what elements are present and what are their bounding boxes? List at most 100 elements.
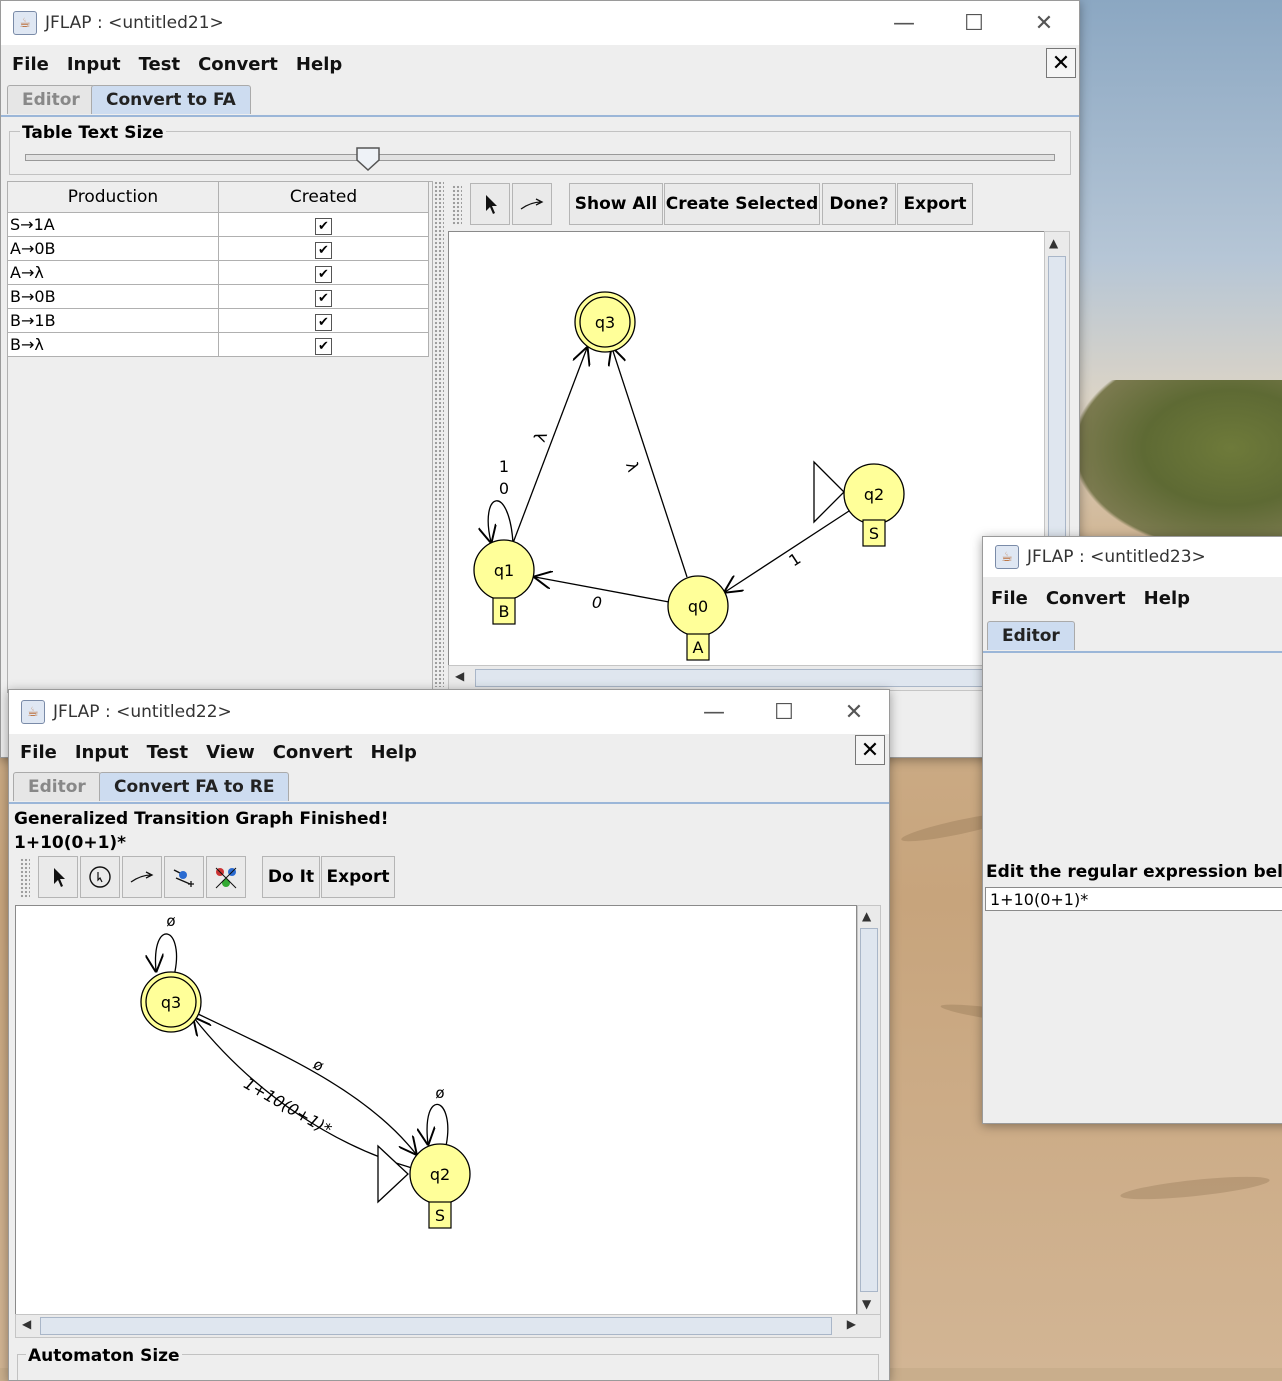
created-checkbox[interactable]: ✔ [315, 313, 332, 331]
production-cell[interactable]: B→0B [7, 284, 219, 309]
scroll-thumb[interactable] [40, 1317, 832, 1335]
scroll-right-icon[interactable]: ▶ [846, 1317, 856, 1331]
menu-convert[interactable]: Convert [1045, 587, 1126, 609]
production-cell[interactable]: B→1B [7, 308, 219, 333]
transition-tool[interactable] [512, 183, 552, 225]
state-q3[interactable]: q3 [140, 971, 202, 1033]
scroll-thumb[interactable] [475, 669, 1037, 687]
maximize-button[interactable]: ☐ [964, 10, 984, 36]
table-row[interactable]: B→λ ✔ [7, 332, 429, 357]
close-tab-icon[interactable]: ✕ [855, 735, 885, 765]
split-pane-divider[interactable] [434, 181, 444, 687]
vertical-scrollbar[interactable]: ▲ ▼ [857, 905, 881, 1315]
menu-input[interactable]: Input [66, 53, 121, 75]
menu-help[interactable]: Help [1143, 587, 1190, 609]
scroll-up-icon[interactable]: ▲ [1049, 236, 1059, 250]
attribute-editor-tool[interactable] [38, 856, 78, 898]
table-row[interactable]: A→λ ✔ [7, 260, 429, 285]
menu-file[interactable]: File [12, 53, 49, 75]
table-row[interactable]: B→1B ✔ [7, 308, 429, 333]
tab-editor[interactable]: Editor [987, 621, 1075, 650]
scroll-left-icon[interactable]: ◀ [455, 669, 465, 683]
show-all-button[interactable]: Show All [569, 183, 663, 225]
created-checkbox[interactable]: ✔ [315, 265, 332, 283]
scroll-left-icon[interactable]: ◀ [22, 1317, 32, 1331]
transition-q0-q3[interactable] [612, 348, 688, 578]
title-bar[interactable]: ☕ JFLAP : <untitled22> — ☐ ✕ [9, 690, 889, 734]
column-header-created[interactable]: Created [218, 181, 429, 213]
automaton-graph[interactable]: q3 q1 B q0 A q2 S 1 0 λ [449, 232, 1045, 666]
slider-thumb[interactable] [355, 146, 381, 172]
transition-creator-tool[interactable] [206, 856, 246, 898]
state-creator-tool[interactable] [80, 856, 120, 898]
menu-file[interactable]: File [991, 587, 1028, 609]
menu-file[interactable]: File [20, 741, 57, 763]
self-loop-q2[interactable] [427, 1103, 449, 1146]
horizontal-scrollbar[interactable]: ◀ ▶ [15, 1314, 881, 1338]
column-header-production[interactable]: Production [7, 181, 219, 213]
transition-q0-q1[interactable] [535, 577, 670, 603]
close-window-button[interactable]: ✕ [844, 699, 864, 725]
tab-editor[interactable]: Editor [13, 772, 101, 801]
production-cell[interactable]: A→λ [7, 260, 219, 285]
created-checkbox[interactable]: ✔ [315, 217, 332, 235]
close-window-button[interactable]: ✕ [1034, 10, 1054, 36]
horizontal-scrollbar[interactable]: ◀ [448, 665, 1070, 691]
state-q2[interactable]: q2 S [409, 1143, 471, 1229]
done-button[interactable]: Done? [822, 183, 896, 225]
slider-track[interactable] [25, 154, 1055, 161]
state-q1[interactable]: q1 B [473, 539, 535, 625]
production-cell[interactable]: B→λ [7, 332, 219, 357]
do-it-button[interactable]: Do It [262, 856, 320, 898]
close-tab-icon[interactable]: ✕ [1046, 48, 1076, 78]
created-checkbox[interactable]: ✔ [315, 289, 332, 307]
tab-editor[interactable]: Editor [7, 85, 95, 114]
production-cell[interactable]: S→1A [7, 212, 219, 237]
table-row[interactable]: B→0B ✔ [7, 284, 429, 309]
self-loop-q1[interactable] [488, 500, 514, 543]
transition-q2-q0[interactable] [725, 510, 850, 592]
toolbar-grip[interactable] [452, 185, 462, 225]
menu-help[interactable]: Help [295, 53, 343, 75]
table-row[interactable]: A→0B ✔ [7, 236, 429, 261]
menu-view[interactable]: View [206, 741, 255, 763]
automaton-graph[interactable]: q3 q2 S ø ø ø 1+10(0+1)* [16, 906, 856, 1314]
menu-convert[interactable]: Convert [198, 53, 278, 75]
menu-convert[interactable]: Convert [272, 741, 353, 763]
menu-test[interactable]: Test [138, 53, 181, 75]
transition-q1-q3[interactable] [512, 348, 587, 544]
create-selected-button[interactable]: Create Selected [664, 183, 820, 225]
minimize-button[interactable]: — [893, 10, 915, 36]
menu-input[interactable]: Input [74, 741, 129, 763]
transition-q2-q3[interactable] [194, 1018, 413, 1169]
production-table[interactable]: Production Created S→1A ✔ A→0B ✔ A→λ ✔ B→0B… [7, 181, 429, 357]
scroll-thumb[interactable] [860, 928, 878, 1292]
toolbar-grip[interactable] [20, 858, 30, 898]
automaton-canvas[interactable]: q3 q1 B q0 A q2 S 1 0 λ [448, 231, 1046, 667]
attribute-editor-tool[interactable] [470, 183, 510, 225]
state-q0[interactable]: q0 A [667, 575, 729, 661]
production-cell[interactable]: A→0B [7, 236, 219, 261]
created-checkbox[interactable]: ✔ [315, 337, 332, 355]
title-bar[interactable]: ☕ JFLAP : <untitled23> [983, 537, 1282, 577]
scroll-up-icon[interactable]: ▲ [862, 909, 872, 923]
tab-convert-fa-to-re[interactable]: Convert FA to RE [99, 772, 290, 801]
export-button[interactable]: Export [897, 183, 973, 225]
scroll-down-icon[interactable]: ▼ [862, 1297, 872, 1311]
collapse-state-tool[interactable] [164, 856, 204, 898]
transition-tool[interactable] [122, 856, 162, 898]
menu-test[interactable]: Test [146, 741, 189, 763]
state-q3[interactable]: q3 [574, 291, 636, 353]
minimize-button[interactable]: — [703, 699, 725, 725]
title-bar[interactable]: ☕ JFLAP : <untitled21> — ☐ ✕ [1, 1, 1079, 45]
maximize-button[interactable]: ☐ [774, 699, 794, 725]
regex-input[interactable] [985, 887, 1282, 911]
self-loop-q3[interactable] [156, 933, 178, 977]
tab-convert-to-fa[interactable]: Convert to FA [91, 85, 251, 114]
state-q2[interactable]: q2 S [843, 463, 905, 547]
created-checkbox[interactable]: ✔ [315, 241, 332, 259]
table-row[interactable]: S→1A ✔ [7, 212, 429, 237]
export-button[interactable]: Export [321, 856, 395, 898]
transition-q3-q2[interactable] [197, 1013, 416, 1154]
automaton-canvas[interactable]: q3 q2 S ø ø ø 1+10(0+1)* [15, 905, 857, 1315]
